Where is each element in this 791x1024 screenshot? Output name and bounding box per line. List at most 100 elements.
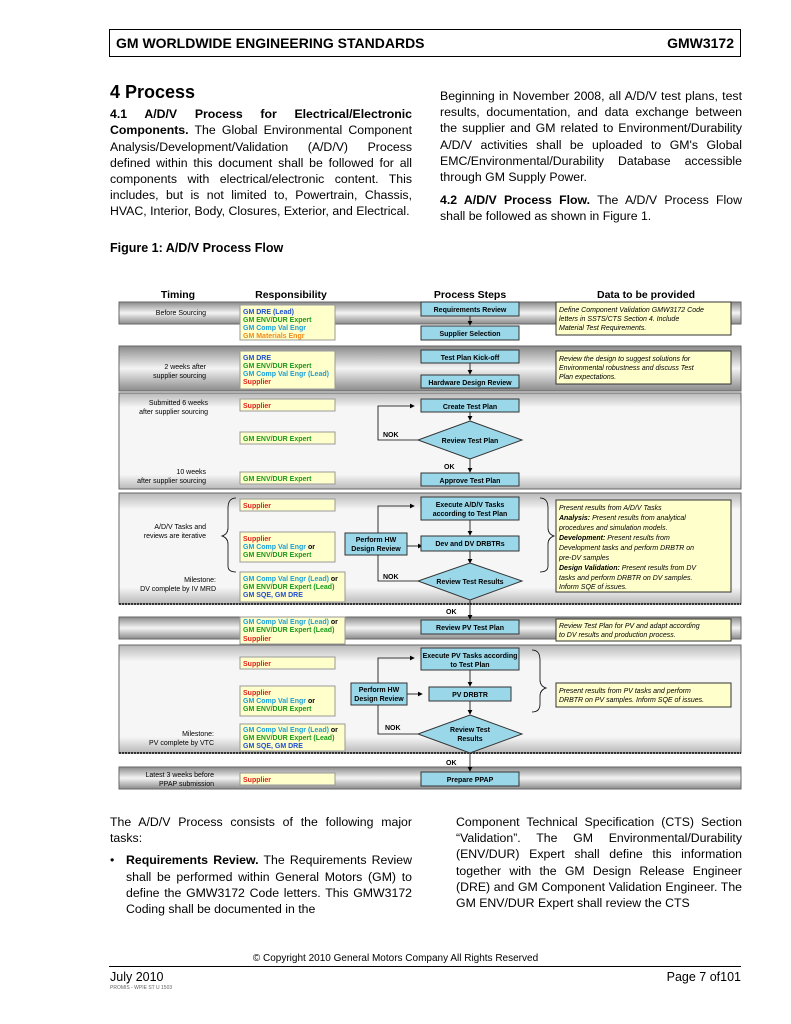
resp-dre-lead: GM DRE (Lead) xyxy=(243,309,294,316)
step-prepare-ppap-label: Prepare PPAP xyxy=(447,777,494,784)
resp-comp-val-11: GM Comp Val Engr or xyxy=(243,698,315,705)
resp-box-10 xyxy=(239,656,336,670)
nok-label-3: NOK xyxy=(385,725,401,732)
decision-review-pv-results-line2: Results xyxy=(457,736,482,743)
footer-date: July 2010 xyxy=(110,970,164,984)
right-column: Beginning in November 2008, all A/D/V te… xyxy=(440,88,742,225)
paragraph-supply-power: Beginning in November 2008, all A/D/V te… xyxy=(440,89,742,185)
note-adv-results-line3: procedures and simulation models. xyxy=(558,525,668,532)
note-requirements-line3: Material Test Requirements. xyxy=(559,325,646,332)
resp-env-dur-lead-9: GM ENV/DUR Expert (Lead) xyxy=(243,627,334,634)
resp-box-6 xyxy=(239,498,336,512)
decision-review-test-plan-label: Review Test Plan xyxy=(442,438,499,445)
bullet-text: The Requirements Review shall be perform… xyxy=(126,853,412,917)
resp-box-1 xyxy=(239,304,336,341)
header-title: GM WORLDWIDE ENGINEERING STANDARDS xyxy=(116,35,425,51)
step-requirements-review-label: Requirements Review xyxy=(434,307,507,314)
footer-rule xyxy=(109,966,741,967)
iterative-brace-icon xyxy=(220,497,237,573)
cts-paragraph: Component Technical Specification (CTS) … xyxy=(456,815,742,911)
note-adv-results-line5: Development tasks and perform DRBTR on xyxy=(559,545,694,552)
note-requirements-line2: letters in SSTS/CTS Section 4. Include xyxy=(559,316,679,323)
resp-box-12 xyxy=(239,723,346,752)
resp-comp-val: GM Comp Val Engr xyxy=(243,325,306,332)
step-perform-hw-review-1-line1: Perform HW xyxy=(356,537,397,544)
step-perform-hw-review-2 xyxy=(350,682,408,706)
timing-2-weeks-a: 2 weeks after xyxy=(164,364,206,371)
step-create-test-plan-label: Create Test Plan xyxy=(443,404,497,411)
step-execute-adv-tasks xyxy=(420,496,520,521)
resp-sqe-dre-12: GM SQE, GM DRE xyxy=(243,743,303,750)
timing-before-sourcing: Before Sourcing xyxy=(156,310,206,317)
timing-2-weeks-b: supplier sourcing xyxy=(153,373,206,380)
note-requirements-line1: Define Component Validation GMW3172 Code xyxy=(559,307,704,314)
step-review-pv-test-plan-label: Review PV Test Plan xyxy=(436,625,504,632)
bullet-heading: Requirements Review. xyxy=(126,853,259,868)
lower-right-column: Component Technical Specification (CTS) … xyxy=(456,814,742,911)
step-prepare-ppap xyxy=(420,771,520,787)
timing-10-weeks-b: after supplier sourcing xyxy=(137,478,206,485)
footer-page-number: Page 7 of101 xyxy=(666,970,741,984)
process-intro: The A/D/V Process consists of the follow… xyxy=(110,815,412,846)
step-dev-dv-drbtrs-label: Dev and DV DRBTRs xyxy=(435,541,504,548)
note-adv-results-line6: pre-DV samples xyxy=(558,555,610,562)
bullet-requirements-review: • Requirements Review. The Requirements … xyxy=(110,852,412,917)
ok-label-3: OK xyxy=(446,760,457,767)
resp-comp-val-lead-9: GM Comp Val Engr (Lead) or xyxy=(243,619,338,626)
ok-label-2: OK xyxy=(446,609,457,616)
resp-env-dur-5: GM ENV/DUR Expert xyxy=(243,476,312,483)
footer-copyright: © Copyright 2010 General Motors Company … xyxy=(252,953,539,964)
resp-env-dur-11: GM ENV/DUR Expert xyxy=(243,706,312,713)
step-approve-test-plan-label: Approve Test Plan xyxy=(440,478,501,485)
resp-box-4 xyxy=(239,431,336,445)
nok-label-2: NOK xyxy=(383,574,399,581)
process-flow-diagram: Timing Responsibility Process Steps Data… xyxy=(118,289,742,790)
resp-supplier-11: Supplier xyxy=(243,690,271,697)
timing-10-weeks-a: 10 weeks xyxy=(176,469,206,476)
note-adv-results-line9: Inform SQE of issues. xyxy=(559,584,627,591)
resp-box-7 xyxy=(239,531,336,563)
resp-supplier-6: Supplier xyxy=(243,503,271,510)
step-requirements-review xyxy=(420,301,520,317)
pv-brace-icon xyxy=(531,649,548,713)
resp-env-dur-4: GM ENV/DUR Expert xyxy=(243,436,312,443)
resp-comp-val-lead-12: GM Comp Val Engr (Lead) or xyxy=(243,727,338,734)
resp-supplier-3: Supplier xyxy=(243,403,271,410)
resp-env-dur-lead-12: GM ENV/DUR Expert (Lead) xyxy=(243,735,334,742)
header-timing: Timing xyxy=(161,289,195,301)
timing-iterative-b: reviews are iterative xyxy=(144,533,206,540)
step-dev-dv-drbtrs xyxy=(420,535,520,552)
left-column: 4 Process 4.1 A/D/V Process for Electric… xyxy=(110,83,412,220)
resp-box-9 xyxy=(239,616,346,645)
decision-review-test-plan xyxy=(416,420,524,460)
resp-comp-val-7: GM Comp Val Engr or xyxy=(243,544,315,551)
resp-dre: GM DRE xyxy=(243,355,271,362)
resp-supplier-10: Supplier xyxy=(243,661,271,668)
resp-comp-val-lead: GM Comp Val Engr (Lead) xyxy=(243,371,329,378)
decision-review-test-results xyxy=(416,562,524,601)
step-review-pv-test-plan xyxy=(420,619,520,635)
resp-supplier-9: Supplier xyxy=(243,636,271,643)
timing-milestone-pv-a: Milestone: xyxy=(182,731,214,738)
resp-box-11 xyxy=(239,685,336,717)
step-supplier-selection xyxy=(420,325,520,341)
step-test-plan-kickoff-label: Test Plan Kick-off xyxy=(441,355,500,362)
note-pv-results-line1: Present results from PV tasks and perfor… xyxy=(559,688,691,695)
step-test-plan-kickoff xyxy=(420,349,520,364)
resp-env-dur: GM ENV/DUR Expert xyxy=(243,317,312,324)
nok-label-1: NOK xyxy=(383,432,399,439)
decision-review-pv-results xyxy=(416,714,524,754)
header-responsibility: Responsibility xyxy=(255,289,327,301)
timing-milestone-dv-a: Milestone: xyxy=(184,577,216,584)
resp-materials: GM Materials Engr xyxy=(243,333,305,340)
paragraph-4-2: 4.2 A/D/V Process Flow. The A/D/V Proces… xyxy=(440,192,742,224)
resp-box-3 xyxy=(239,398,336,412)
resp-env-dur-lead-8: GM ENV/DUR Expert (Lead) xyxy=(243,584,334,591)
page-header: GM WORLDWIDE ENGINEERING STANDARDS GMW31… xyxy=(109,29,741,57)
timing-iterative-a: A/D/V Tasks and xyxy=(154,524,206,531)
note-pv-results xyxy=(555,682,732,708)
decision-review-test-results-label: Review Test Results xyxy=(436,579,503,586)
bullet-content: Requirements Review. The Requirements Re… xyxy=(126,852,412,917)
paragraph-4-1: 4.1 A/D/V Process for Electrical/Electro… xyxy=(110,106,412,219)
step-approve-test-plan xyxy=(420,472,520,487)
